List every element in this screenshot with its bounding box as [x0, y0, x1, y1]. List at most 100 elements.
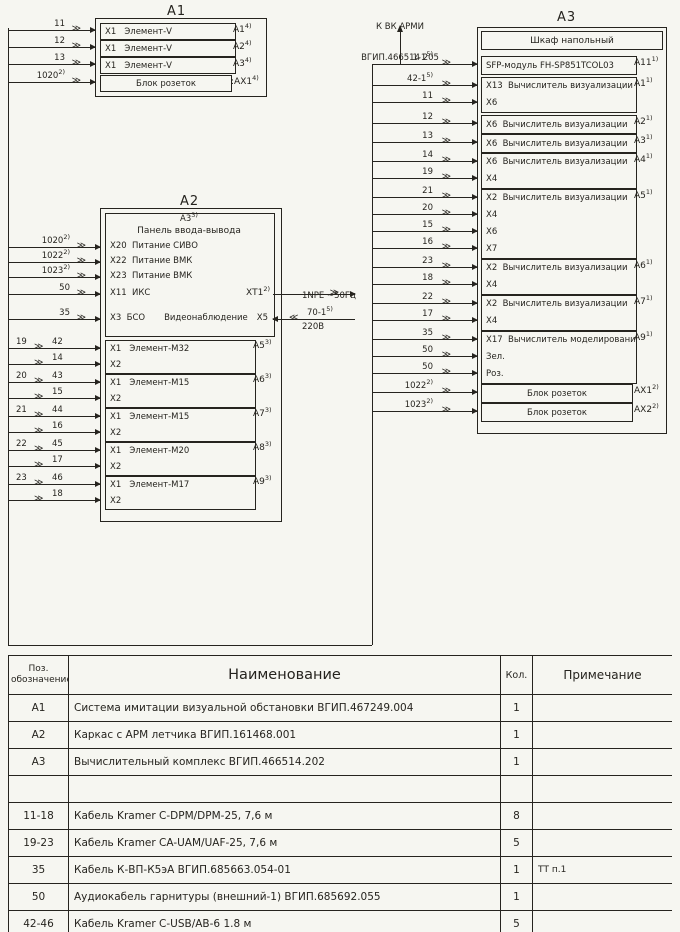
- cable-connector-icon: ≫: [76, 313, 86, 323]
- wire-number: 12: [422, 112, 433, 122]
- cable-connector-icon: ≫: [441, 172, 451, 182]
- wire-number: 42-1: [407, 74, 427, 84]
- cable-connector-icon: ≫: [441, 79, 451, 89]
- cable-wire: 42-15)≫: [372, 72, 478, 89]
- wire-label: 10202): [37, 69, 65, 81]
- wire-label: 11: [422, 91, 433, 101]
- col-header-qty: Кол.: [500, 655, 533, 695]
- a1-row: Х1 Элемент-V: [100, 40, 236, 57]
- row-text: Зел.: [486, 352, 505, 362]
- cable-connector-icon: ≫: [34, 410, 44, 420]
- ref-label: А41): [634, 153, 653, 165]
- ref-label: А73): [253, 406, 272, 419]
- cell-pos: А2: [8, 721, 69, 749]
- cell-pos: 11-18: [8, 802, 69, 830]
- ref-sup: 1): [645, 258, 653, 266]
- ref-sup: 1): [645, 133, 653, 141]
- wire-number: 18: [52, 489, 63, 499]
- cell-note: [532, 883, 672, 911]
- cable-wire: 10222)≫: [372, 379, 478, 396]
- table-row: [8, 775, 672, 803]
- wire-number: 21: [16, 405, 27, 415]
- cable-wire: 12≫: [8, 36, 96, 51]
- cable-connector-icon: ≫: [441, 191, 451, 201]
- a1-row-sockets: Блок розеток: [100, 75, 232, 92]
- row-text: Х1 Элемент-V: [105, 26, 172, 37]
- row-text: Х6: [486, 98, 498, 108]
- ref-sup: 2): [652, 383, 659, 391]
- ref-sup: 1): [645, 76, 653, 84]
- panel-row: Х22 Питание ВМК: [110, 256, 193, 266]
- power-line2: 220В: [302, 322, 325, 332]
- cell-name: Система имитации визуальной обстановки В…: [68, 694, 501, 722]
- wire-number: 19: [16, 337, 27, 347]
- parts-table: Поз. обозначение Наименование Кол. Приме…: [8, 655, 672, 932]
- cell-pos: А3: [8, 748, 69, 776]
- wire-label: 50: [422, 345, 433, 355]
- power-wire: ≫: [273, 288, 356, 298]
- cable-connector-icon: ≫: [441, 405, 451, 415]
- wire-label: 15: [422, 220, 433, 230]
- cable-wire: 10202)≫: [8, 234, 101, 251]
- video-label: Видеонаблюдение: [164, 313, 248, 323]
- ref-label: А91): [634, 331, 653, 343]
- a3-header: Шкаф напольный: [481, 31, 663, 50]
- ref-text: АХ2: [634, 405, 653, 415]
- cable-connector-icon: ≫: [441, 261, 451, 271]
- row-text: Х4: [486, 174, 498, 184]
- cable-connector-icon: ≫: [34, 392, 44, 402]
- wire-sup: 2): [426, 378, 433, 387]
- power-line1: 1NPE ~50Гц: [302, 291, 356, 301]
- cable-connector-icon: ≫: [34, 358, 44, 368]
- panel-row: Х23 Питание ВМК: [110, 271, 193, 281]
- block-a3-title: А3: [557, 10, 577, 25]
- external-link-line1: К ВК АРМИ: [376, 22, 424, 32]
- row-text: Х1 Элемент-М15: [110, 378, 190, 388]
- cell-pos: 35: [8, 856, 69, 884]
- wire-number: 17: [422, 309, 433, 319]
- wire-label: 35: [422, 328, 433, 338]
- cable-connector-icon: ≫: [76, 288, 86, 298]
- wire-label: 50: [59, 283, 70, 293]
- wire-number: 22: [16, 439, 27, 449]
- ref-label: А31): [634, 133, 653, 146]
- row-text: Шкаф напольный: [530, 35, 614, 46]
- row-text: Х4: [486, 280, 498, 290]
- block-a1: [95, 18, 267, 97]
- cell-note: [532, 694, 672, 722]
- cell-note: [532, 829, 672, 857]
- ref-sup: 1): [645, 114, 653, 122]
- row-text: Блок розеток: [136, 78, 196, 89]
- ref-sup: 3): [264, 406, 272, 414]
- cable-connector-icon: ≫: [441, 155, 451, 165]
- row-text: Х4: [486, 316, 498, 326]
- cable-wire: 15≫: [372, 220, 478, 235]
- cable-connector-icon: ≫: [441, 314, 451, 324]
- cell-name: Кабель Kramer C-DPM/DPM-25, 7,6 м: [68, 802, 501, 830]
- cable-wire: 12≫: [372, 112, 478, 127]
- cell-qty: 5: [500, 910, 533, 932]
- cable-wire: 22≫: [372, 292, 478, 307]
- cable-wire: 23≫: [372, 256, 478, 271]
- wire-number: 16: [52, 421, 63, 431]
- cable-wire: ≫15: [8, 387, 101, 402]
- wire-number: 43: [52, 371, 63, 381]
- wire-label: 10232): [42, 264, 70, 276]
- wire-label: 10232): [405, 398, 433, 410]
- row-text: Х2 Вычислитель визуализации: [486, 263, 628, 273]
- up-arrow-icon: [396, 25, 403, 64]
- ref-label: А21): [634, 114, 653, 127]
- cable-connector-icon: ≫: [76, 241, 86, 251]
- cable-wire: 10232) ≫: [372, 398, 478, 415]
- cell-note: [532, 748, 672, 776]
- ref-text: А9: [253, 477, 265, 487]
- ref-sup: 4): [244, 22, 252, 30]
- cell-name: Кабель К-ВП-К5эА ВГИП.685663.054-01: [68, 856, 501, 884]
- wire-number: 42: [52, 337, 63, 347]
- wire-label: 17: [422, 309, 433, 319]
